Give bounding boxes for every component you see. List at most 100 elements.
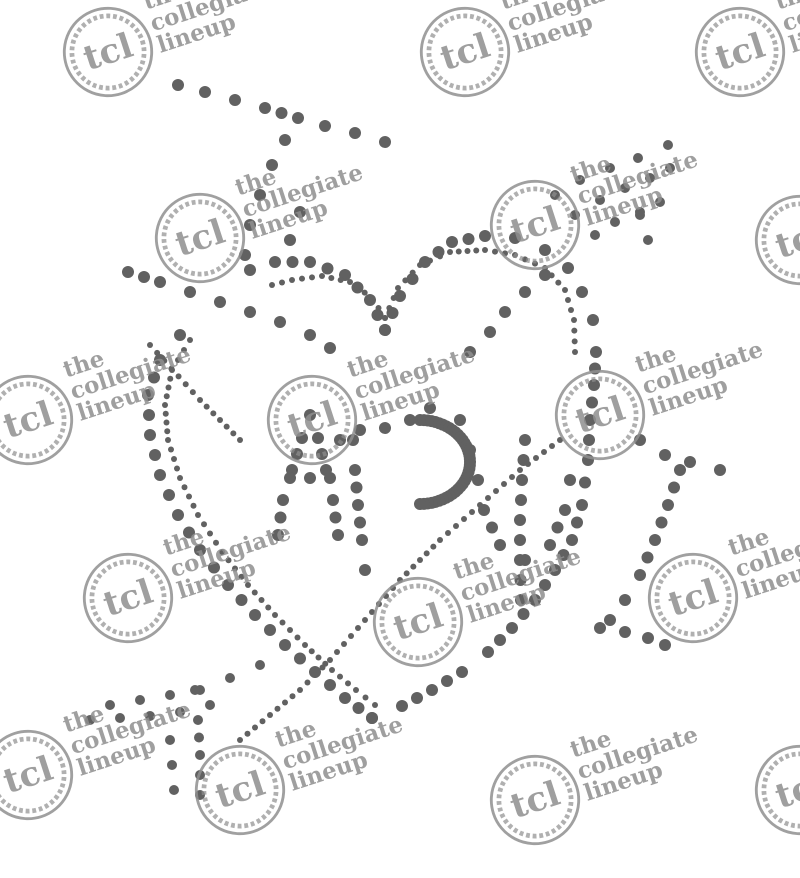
rhinestone-dot [417, 262, 423, 268]
watermark-monogram: tcl [98, 572, 158, 625]
rhinestone-dot [517, 608, 530, 620]
rhinestone-dot [309, 274, 315, 281]
arrow-feather-2 [85, 700, 215, 725]
rhinestone-dot [348, 633, 354, 639]
rhinestone-dot [277, 494, 289, 506]
rhinestone-dot [154, 469, 166, 481]
rhinestone-dot [509, 232, 521, 244]
rhinestone-dot [437, 253, 443, 260]
rhinestone-dot [259, 718, 266, 725]
rhinestone-dot [347, 279, 353, 285]
rhinestone-dot [426, 684, 438, 696]
rhinestone-dot [186, 493, 192, 500]
rhinestone-dot [354, 424, 366, 436]
rhinestone-dot [199, 86, 211, 98]
rhinestone-dot [167, 375, 174, 382]
rhinestone-dot [594, 622, 606, 634]
rhinestone-dot [286, 256, 299, 268]
rhinestone-dot [619, 626, 631, 638]
rhinestone-dot [461, 516, 467, 522]
rhinestone-dot [533, 455, 539, 461]
rhinestone-dot [494, 539, 506, 551]
rhinestone-dot [349, 127, 361, 139]
rhinestone-dot [294, 652, 306, 665]
watermark-monogram: tcl [282, 394, 342, 447]
rhinestone-dot [319, 120, 331, 132]
watermark-seal-icon: tcl [62, 6, 154, 98]
arrow-tip-top [550, 140, 673, 200]
rhinestone-dot [514, 554, 526, 566]
rhinestone-dot [214, 296, 226, 308]
rhinestone-dot [610, 217, 620, 227]
rhinestone-dot [190, 502, 197, 509]
rhinestone-dot [402, 277, 409, 284]
rhinestone-dot [437, 537, 443, 543]
rhinestone-dot [645, 173, 655, 183]
rhinestone-dot [674, 464, 686, 476]
rhinestone-dot [265, 604, 272, 611]
rhinestone-dot [355, 625, 361, 631]
rhinestone-dot [464, 248, 471, 254]
watermark-seal-icon: tcl [754, 744, 800, 836]
rhinestone-dot [163, 489, 175, 501]
rhinestone-dot [482, 247, 488, 253]
rhinestone-dot [382, 315, 388, 321]
rhinestone-dot [655, 197, 665, 207]
rhinestone-dot [445, 530, 451, 536]
rhinestone-dot [559, 504, 571, 516]
rhinestone-dot [329, 667, 335, 673]
rhinestone-dot [339, 692, 351, 704]
rhinestone-dot [525, 461, 531, 467]
rhinestone-dot [571, 317, 577, 323]
arrow-tip-stub [635, 210, 653, 245]
rhinestone-dot [549, 564, 561, 576]
letter-alpha-bar [284, 472, 336, 484]
rhinestone-dot [604, 614, 616, 626]
rhinestone-dot [177, 475, 183, 481]
watermark-seal-icon: tcl [419, 6, 511, 98]
rhinestone-dot [455, 248, 462, 255]
rhinestone-dot [549, 443, 555, 449]
rhinestone-dot [354, 284, 361, 291]
rhinestone-dot [167, 760, 177, 770]
arrow-shaft-lower [237, 437, 563, 743]
rhinestone-dot [557, 549, 570, 561]
rhinestone-dot [184, 286, 196, 298]
watermark-seal-icon: tcl [754, 194, 800, 286]
rhinestone-dot [464, 444, 476, 456]
rhinestone-dot [541, 449, 547, 455]
rhinestone-dot [414, 498, 426, 510]
rhinestone-dot [210, 410, 217, 417]
rhinestone-dot [341, 641, 347, 647]
rhinestone-dot [122, 266, 134, 278]
rhinestone-dot [163, 419, 170, 426]
rhinestone-dot [353, 687, 359, 693]
letter-alpha-legs [272, 409, 344, 541]
rhinestone-dot [635, 210, 645, 220]
rhinestone-dot [411, 692, 423, 704]
rhinestone-dot [244, 306, 256, 318]
rhinestone-dot [494, 634, 506, 646]
rhinestone-dot [482, 646, 494, 658]
rhinestone-dot [213, 539, 219, 546]
rhinestone-dot [197, 397, 203, 403]
watermark-monogram: tcl [170, 212, 230, 265]
rhinestone-dot [148, 371, 160, 384]
rhinestone-dot [324, 679, 336, 691]
rhinestone-dot [514, 534, 526, 546]
rhinestone-dot [619, 594, 631, 606]
rhinestone-dot [386, 305, 393, 311]
rhinestone-dot [190, 685, 200, 695]
rhinestone-dot [564, 474, 576, 486]
rhinestone-dot [329, 511, 342, 524]
rhinestone-dot [456, 666, 468, 678]
rhinestone-dot [499, 306, 511, 318]
swash-mid [122, 266, 336, 354]
rhinestone-dot [143, 409, 155, 421]
rhinestone-dot [275, 107, 288, 119]
rhinestone-dot [396, 700, 408, 712]
